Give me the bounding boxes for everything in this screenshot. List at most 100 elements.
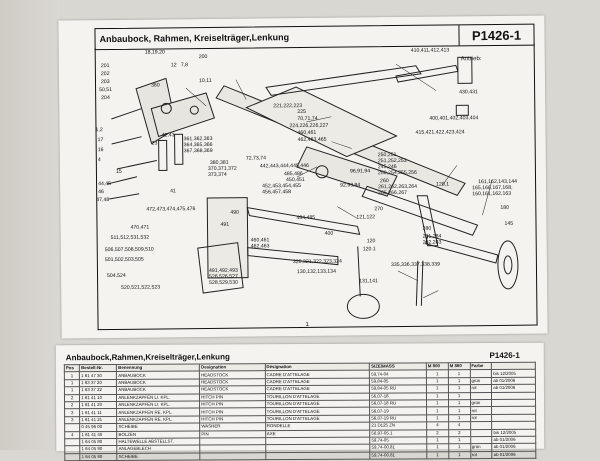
- part-label: 282,283: [422, 239, 442, 246]
- part-label: 121,122: [356, 214, 376, 221]
- column-header: M 800: [426, 362, 449, 371]
- part-label: 410,411,412,413: [410, 47, 450, 54]
- part-label: 265,266,267: [378, 189, 408, 197]
- part-label: 42,43: [161, 132, 175, 139]
- part-label: 72,73,74: [245, 155, 267, 162]
- table-cell: [470, 436, 493, 444]
- part-label: 250,254,255,256: [377, 169, 417, 177]
- table-cell: rot: [469, 384, 492, 393]
- table-cell: 1: [448, 451, 471, 459]
- table-cell: 59,74-00.81: [370, 451, 427, 460]
- part-label: 92,93,94: [340, 182, 361, 189]
- part-label: 504,524: [106, 272, 126, 280]
- part-label: 462,463,465: [297, 136, 327, 144]
- table-cell: 2: [64, 394, 80, 402]
- part-label: 17: [97, 137, 104, 144]
- part-label: 280: [422, 225, 432, 232]
- table-cell: 2: [448, 429, 471, 437]
- part-label: 528,529,530: [209, 279, 238, 286]
- part-label: 511,512,531,532: [110, 234, 150, 242]
- table-cell: 1: [426, 407, 449, 415]
- table-cell: [470, 421, 492, 430]
- table-cell: 1: [448, 436, 471, 445]
- part-label: 270: [374, 206, 384, 213]
- part-label: 470,471: [130, 224, 150, 231]
- table-cell: rot: [470, 406, 492, 415]
- table-cell: grün: [470, 443, 493, 452]
- part-label: 200: [198, 53, 208, 61]
- parts-list-code: P1426-1: [489, 350, 520, 361]
- table-cell: [265, 451, 371, 460]
- table-cell: grün: [469, 377, 492, 385]
- table-cell: 1: [448, 399, 471, 408]
- table-cell: 1: [448, 414, 471, 422]
- part-label: 400: [324, 230, 334, 237]
- table-cell: 1: [448, 377, 470, 385]
- table-cell: [469, 369, 492, 378]
- table-cell: [470, 429, 493, 437]
- part-label: 506,507,508,509,510: [104, 246, 154, 254]
- diagram-title: Anbaubock, Rahmen, Kreiselträger,Lenkung: [99, 32, 290, 45]
- part-label: 335,336,337,338,339: [390, 261, 441, 269]
- table-cell: 1: [426, 370, 449, 378]
- part-label: 10,11: [198, 77, 212, 85]
- diagram-code: P1426-1: [458, 24, 534, 46]
- table-cell: [64, 453, 81, 461]
- table-cell: 1: [426, 377, 449, 386]
- table-cell: 2: [64, 401, 80, 410]
- part-label: 472,473,474,475,476: [146, 206, 196, 213]
- part-label: 430,431: [459, 89, 478, 96]
- table-cell: 1: [64, 379, 80, 387]
- table-cell: 1: [64, 386, 80, 395]
- part-label: 120.1: [362, 246, 376, 253]
- figure-number: 1: [305, 321, 309, 328]
- part-label: 120,1: [436, 181, 450, 188]
- table-cell: [64, 438, 81, 447]
- part-label: 204: [101, 95, 110, 102]
- table-cell: 3: [64, 408, 80, 417]
- part-label: 70,71,74: [297, 115, 318, 123]
- part-label: 160,161,162,163: [472, 190, 512, 198]
- part-label: 18,19,20: [144, 49, 165, 56]
- part-label: 7,8: [180, 62, 189, 69]
- part-label: 484,485: [296, 214, 316, 222]
- table-cell: rot: [470, 414, 492, 422]
- part-label: 224,226,226,227: [289, 122, 329, 130]
- part-label: 320,321,322,323,324: [292, 258, 342, 266]
- part-label: 225: [297, 108, 307, 116]
- table-cell: 1: [448, 406, 471, 415]
- table-cell: 4: [64, 431, 80, 439]
- part-label: 202: [100, 71, 110, 78]
- part-label: 203: [100, 79, 110, 86]
- table-cell: [64, 423, 80, 432]
- drive-annotation: Antrieb:: [460, 56, 482, 63]
- table-cell: 1: [426, 451, 449, 459]
- column-header: M 860: [448, 362, 470, 371]
- table-cell: 4: [426, 421, 449, 430]
- table-cell: 1: [426, 399, 449, 408]
- table-cell: rot: [470, 451, 493, 459]
- column-header: Pos: [64, 364, 80, 373]
- part-label: 201: [100, 63, 110, 70]
- table-cell: 1: [448, 392, 471, 400]
- exploded-view-drawing: [106, 56, 519, 319]
- table-cell: 1: [426, 392, 449, 400]
- parts-list-title: Anbaubock,Rahmen,Kreiselträger,Lenkung: [65, 352, 230, 363]
- table-cell: [199, 452, 266, 461]
- table-cell: 1: [448, 443, 471, 452]
- table-cell: 3: [64, 416, 80, 424]
- part-label: 50,51: [99, 86, 113, 94]
- part-label: 145: [504, 220, 514, 227]
- column-header: Farbe: [469, 362, 492, 371]
- part-label: 120: [366, 238, 376, 245]
- part-label: 460,461: [297, 129, 317, 137]
- table-cell: 1: [426, 414, 449, 422]
- part-label: 456,457,458: [262, 189, 292, 196]
- part-label: 12: [170, 62, 177, 69]
- table-cell: ab 01/2006: [492, 450, 536, 459]
- part-label: 360: [151, 82, 160, 89]
- table-cell: 1: [64, 372, 80, 380]
- part-label: 96,91,94: [349, 168, 371, 175]
